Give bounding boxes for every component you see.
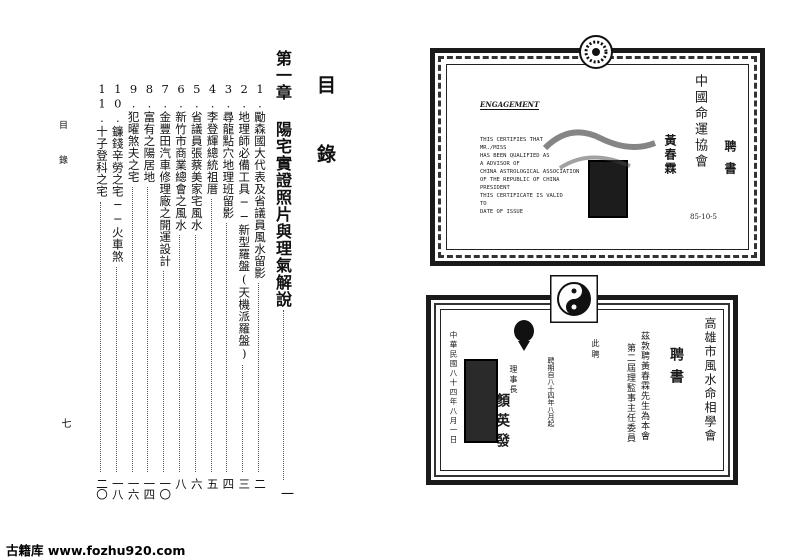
cert-bottom-org-name: 高雄市風水命相學會 (703, 317, 717, 443)
english-body: THIS CERTIFIES THAT MR./MISS HAS BEEN QUAL… (480, 136, 579, 216)
toc-entry-leader (115, 267, 117, 472)
english-line: CHINA ASTROLOGICAL ASSOCIATION (480, 169, 580, 175)
english-line: OF THE REPUBLIC OF CHINA (480, 177, 560, 183)
emblem-icon (514, 320, 534, 351)
cert-bottom-date-line: 中華民國八十四年八月一日 (449, 331, 458, 445)
toc-entry-page: 三 (237, 478, 252, 489)
toc-entry-page: 一〇 (158, 478, 173, 499)
chapter-leader (283, 310, 284, 480)
page-folio: 七 (59, 418, 70, 428)
site-watermark: 古籍库 www.fozhu920.com (6, 543, 186, 558)
toc-entry-leader (163, 271, 165, 472)
toc-entry-leader (226, 223, 228, 472)
square-seal-stamp (588, 160, 628, 218)
english-line: THIS CERTIFIES THAT (480, 137, 543, 143)
cert-bottom-body-line-2: 第二屆理監事主任委員 (625, 343, 635, 443)
toc-entry-leader (258, 283, 259, 472)
toc-entry-leader (147, 187, 149, 472)
toc-entry-label: 7.金豐田汽車修理廠之開運設計 (158, 82, 173, 267)
certificate-bottom: 高雄市風水命相學會 聘書 茲敦聘黃春霖先生為本會 第二屆理監事主任委員 此聘 聘… (426, 275, 738, 485)
toc-entry-leader (131, 187, 133, 472)
chapter-page-number: 一 (278, 487, 293, 500)
toc-entry-label: 3.尋龍點穴地理班留影 (221, 82, 236, 219)
yin-yang-icon (550, 275, 598, 323)
toc-title: 目 錄 (314, 75, 336, 177)
toc-entry-label: 6.新竹市商業總會之風水 (174, 82, 188, 231)
toc-entry-page: 六 (189, 478, 204, 489)
toc-entry-leader (100, 202, 101, 472)
english-line: TO (480, 201, 487, 207)
toc-entry-label: 2.地理師必備工具──新型羅盤(天機派羅盤) (237, 82, 252, 361)
toc-entry-leader (242, 365, 244, 472)
toc-entry-label: 9.犯曜煞夫之宅 (126, 82, 141, 183)
toc-entry-page: 二〇 (95, 478, 109, 499)
toc-entry-leader (210, 199, 212, 472)
round-seal-icon (579, 35, 613, 69)
english-line: DATE OF ISSUE (480, 209, 524, 215)
toc-entry-page: 八 (174, 478, 188, 489)
english-line: HAS BEEN QUALIFIED AS (480, 153, 550, 159)
english-line: A ADVISOR OF (480, 161, 520, 167)
certificate-top: ENGAGEMENT THIS CERTIFIES THAT MR./MISS HA… (430, 35, 765, 266)
cert-top-date: 85-10-5 (690, 213, 717, 221)
toc-entry-label: 4.李登輝總統祖厝 (205, 82, 220, 195)
toc-entry-page: 五 (205, 478, 220, 489)
cert-bottom-body-line-3: 此聘 (591, 339, 600, 361)
toc-entry-label: 11.十子登科之宅 (95, 82, 109, 198)
engagement-banner: ENGAGEMENT (480, 100, 540, 110)
side-running-head: 目 錄 (57, 120, 67, 172)
cert-bottom-chairman-name: 顏英發 (494, 393, 510, 453)
cert-bottom-body-line-1: 茲敦聘黃春霖先生為本會 (639, 331, 649, 441)
cert-bottom-term-note: 聘期自八十四年八月起 (547, 357, 555, 427)
toc-page: 目 錄 第一章 陽宅實證照片與理氣解說 一 1.勵森國大代表及省議員風水留影二 2… (57, 50, 336, 500)
certificate-page: ENGAGEMENT THIS CERTIFIES THAT MR./MISS HA… (398, 0, 793, 560)
toc-entry-page: 四 (221, 478, 236, 489)
cert-top-name: 黃春霖 (663, 134, 677, 176)
cert-bottom-seal-stamp (464, 359, 498, 443)
toc-entry-page: 二 (253, 478, 267, 489)
english-line: THIS CERTIFICATE IS VALID (480, 193, 563, 199)
toc-entry-leader (194, 235, 196, 472)
toc-entry-label: 1.勵森國大代表及省議員風水留影 (253, 82, 267, 279)
cert-bottom-heading: 聘書 (668, 347, 684, 391)
english-line: PRESIDENT (480, 185, 510, 191)
toc-entry-label: 5.省議員張蔡美家宅風水 (189, 82, 204, 231)
chapter-title: 第一章 陽宅實證照片與理氣解說 (273, 50, 292, 308)
cert-bottom-chairman-label: 理事長 (509, 365, 518, 395)
toc-entry-label: 10.鐮錢辛勞之宅──火車煞 (110, 82, 125, 263)
toc-entry-leader (179, 235, 180, 472)
blot-stamp-icon (542, 129, 657, 170)
toc-entry-page: 一六 (126, 478, 141, 499)
cert-top-seal-label: 中國命運協會 (692, 74, 707, 170)
english-line: MR./MISS (480, 145, 507, 151)
toc-entry-label: 8.富有之陽居地 (142, 82, 157, 183)
cert-top-heading: 聘書 (723, 140, 737, 184)
toc-entry-page: 一四 (142, 478, 157, 499)
toc-entry-page: 一八 (110, 478, 125, 499)
